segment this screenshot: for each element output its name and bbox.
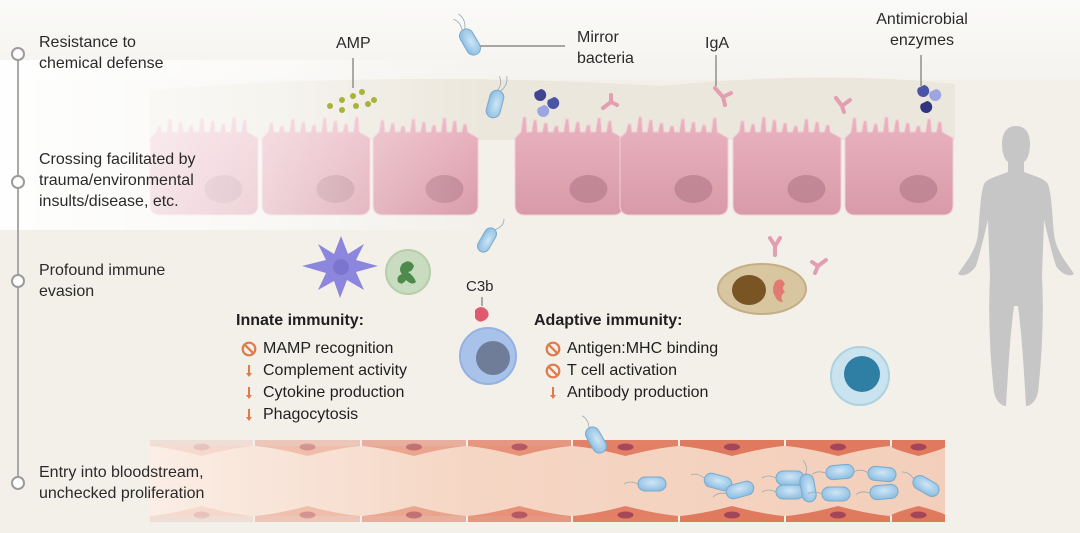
endothelial-nucleus [617, 511, 634, 519]
innate-item-text: Cytokine production [263, 384, 405, 401]
mirror-bacterium [807, 486, 851, 502]
mirror-bacterium [853, 465, 897, 483]
adaptive-item-text: Antigen:MHC binding [567, 340, 719, 357]
innate-item: MAMP recognition [241, 338, 393, 359]
vessel-lumen [150, 446, 945, 516]
innate-item: Complement activity [241, 360, 407, 381]
endothelial-cell [150, 506, 253, 522]
mirror-bacterium [855, 483, 899, 501]
endothelial-nucleus [511, 511, 528, 519]
amp-dots [327, 89, 377, 113]
timeline-node-4 [11, 476, 25, 490]
endothelial-nucleus [830, 443, 846, 451]
timeline-node-2 [11, 175, 25, 189]
mirror-bacterium [623, 476, 667, 492]
stage-label-line: unchecked proliferation [39, 485, 205, 502]
stage-label-line: Crossing facilitated by [39, 151, 196, 168]
endothelial-cell [255, 506, 360, 522]
c3b-label: C3b [466, 278, 494, 295]
mirror-bacterium [712, 480, 755, 500]
blocked-icon [545, 363, 561, 379]
stage-immune-evasion: Profound immune evasion [39, 260, 165, 302]
down-arrow-icon [241, 385, 257, 401]
innate-item: Cytokine production [241, 382, 404, 403]
bacterium-crossing [485, 75, 508, 119]
innate-item: Phagocytosis [241, 404, 358, 425]
endothelial-nucleus [910, 511, 927, 519]
fade-overlay [0, 60, 1080, 230]
adaptive-item-text: Antibody production [567, 384, 709, 401]
stage-label-line: Profound immune [39, 262, 166, 279]
adaptive-item: Antibody production [545, 382, 708, 403]
endothelial-nucleus [724, 511, 740, 519]
mirror-bacterium [799, 460, 817, 503]
timeline-node-3 [11, 274, 25, 288]
endothelial-nucleus [830, 511, 846, 519]
endothelial-nucleus [406, 443, 422, 451]
blocked-icon [545, 341, 561, 357]
enzymes [534, 85, 942, 117]
stage-label-line: evasion [39, 283, 95, 300]
bacterium-top [453, 13, 481, 56]
label-line: enzymes [889, 32, 955, 49]
endothelial-nucleus [910, 443, 927, 451]
timeline-line [17, 55, 19, 483]
adaptive-item-text: T cell activation [567, 362, 677, 379]
down-arrow-icon [241, 407, 257, 423]
label-line: bacteria [577, 50, 634, 67]
blood-vessel [150, 415, 946, 522]
bacterium-below [477, 218, 505, 253]
adaptive-item: Antigen:MHC binding [545, 338, 718, 359]
mirror-bacteria-label: Mirror bacteria [577, 27, 634, 69]
down-arrow-icon [545, 385, 561, 401]
antibodies [601, 86, 852, 275]
stage-chemical-defense: Resistance to chemical defense [39, 32, 164, 74]
human-silhouette [958, 126, 1074, 406]
mirror-bacterium [761, 484, 805, 500]
antimicrobial-enzymes-label: Antimicrobial enzymes [872, 9, 972, 51]
endothelial-nucleus [193, 511, 210, 519]
stage-label-line: insults/disease, etc. [39, 193, 179, 210]
stage-label-line: trauma/environmental [39, 172, 194, 189]
label-line: Mirror [577, 29, 619, 46]
stage-crossing: Crossing facilitated by trauma/environme… [39, 149, 196, 212]
stage-label-line: chemical defense [39, 55, 164, 72]
endothelial-nucleus [299, 511, 316, 519]
stage-label-line: Resistance to [39, 34, 136, 51]
endothelial-nucleus [511, 443, 528, 451]
endothelial-nucleus [724, 443, 740, 451]
adaptive-item: T cell activation [545, 360, 677, 381]
timeline-node-1 [11, 47, 25, 61]
callout-lines [352, 45, 922, 306]
amp-label: AMP [336, 35, 371, 52]
innate-item-text: Phagocytosis [263, 406, 359, 423]
endothelial-cell [255, 440, 360, 456]
c3b-molecule [475, 307, 489, 322]
label-line: Antimicrobial [876, 11, 968, 28]
mirror-bacterium [811, 463, 855, 481]
stage-bloodstream: Entry into bloodstream, unchecked prolif… [39, 462, 204, 504]
mirror-bacterium [581, 415, 607, 454]
down-arrow-icon [241, 363, 257, 379]
innate-item-text: Complement activity [263, 362, 408, 379]
endothelial-nucleus [299, 443, 316, 451]
innate-heading: Innate immunity: [236, 312, 365, 329]
endothelial-nucleus [617, 443, 634, 451]
stage-label-line: Entry into bloodstream, [39, 464, 204, 481]
mirror-bacterium [901, 471, 940, 497]
blocked-icon [241, 341, 257, 357]
endothelial-cell [150, 440, 253, 456]
iga-label: IgA [705, 35, 730, 52]
adaptive-heading: Adaptive immunity: [534, 312, 683, 329]
innate-item-text: MAMP recognition [263, 340, 394, 357]
endothelial-nucleus [406, 511, 422, 519]
endothelial-nucleus [193, 443, 210, 451]
